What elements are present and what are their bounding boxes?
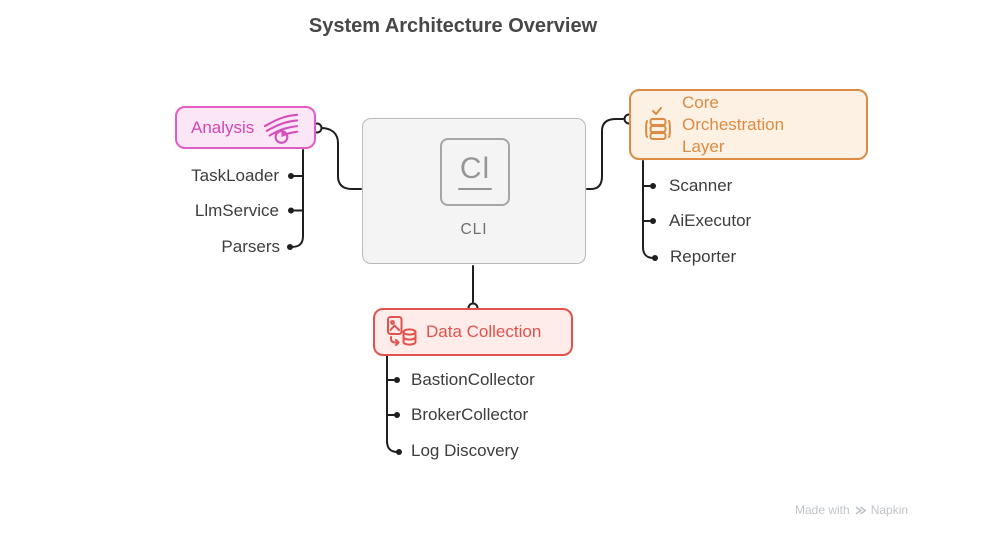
cli-icon-underline — [458, 187, 492, 191]
item-dot — [394, 412, 400, 418]
napkin-watermark[interactable]: Made with Napkin — [795, 503, 908, 517]
napkin-logo-icon — [855, 506, 867, 514]
list-item: Reporter — [670, 247, 737, 266]
connector-cli-core — [586, 118, 624, 190]
flow-clock-icon — [264, 113, 299, 144]
branch-line-analysis — [290, 149, 304, 248]
node-core-orchestration[interactable]: Core Orchestration Layer — [629, 89, 868, 160]
watermark-prefix: Made with — [795, 503, 850, 517]
item-dot — [394, 377, 400, 383]
item-dot — [288, 207, 294, 214]
list-item: BastionCollector — [411, 370, 535, 389]
page-title: System Architecture Overview — [308, 15, 598, 37]
node-analysis[interactable]: Analysis — [175, 106, 316, 149]
item-dot — [652, 255, 658, 261]
branch-line-data — [386, 355, 399, 453]
list-item: AiExecutor — [669, 211, 752, 230]
node-cli-label: CLI — [460, 221, 488, 238]
cli-icon-glyph: Cl — [459, 151, 491, 185]
branch-line-core — [642, 160, 655, 259]
node-data-collection[interactable]: Data Collection — [373, 308, 573, 356]
node-cli[interactable]: Cl CLI — [362, 118, 586, 264]
list-item: Scanner — [669, 176, 733, 195]
cli-terminal-icon: Cl — [440, 138, 510, 206]
node-core-label: Core Orchestration Layer — [682, 92, 785, 156]
orchestration-stack-icon — [645, 106, 671, 140]
item-dot — [650, 183, 656, 189]
file-to-database-icon — [387, 316, 417, 346]
item-dot — [650, 218, 656, 224]
watermark-brand: Napkin — [870, 503, 909, 517]
item-dot — [288, 173, 294, 179]
item-dot — [287, 244, 293, 250]
list-item: Log Discovery — [411, 441, 519, 460]
list-item: TaskLoader — [191, 166, 279, 185]
node-data-label: Data Collection — [426, 322, 542, 341]
list-item: BrokerCollector — [411, 405, 529, 424]
item-dot — [396, 449, 402, 455]
list-item: LlmService — [194, 200, 279, 220]
node-analysis-label: Analysis — [191, 117, 255, 137]
connector-analysis-cli — [320, 127, 362, 190]
list-item: Parsers — [221, 237, 280, 256]
